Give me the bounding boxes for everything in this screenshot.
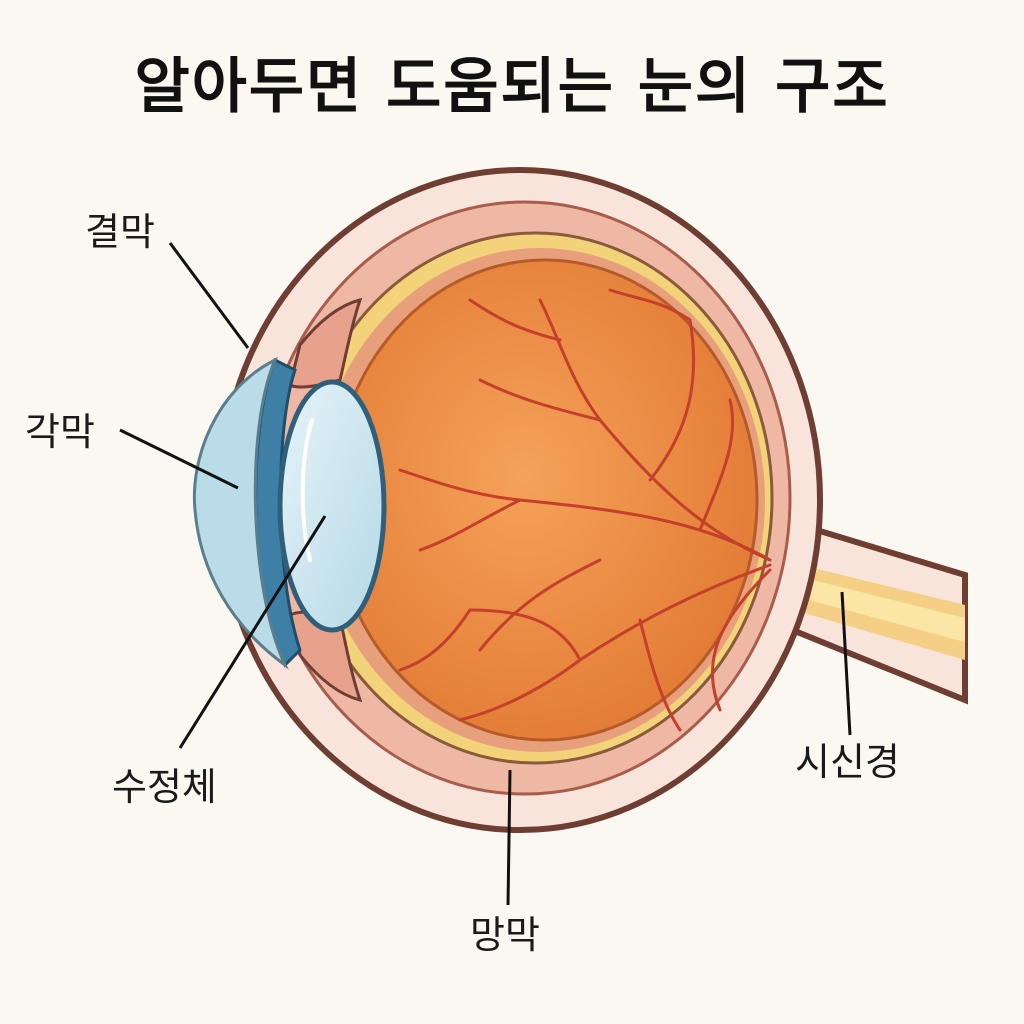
label-lens: 수정체 bbox=[112, 765, 217, 809]
ciliary-body-top bbox=[288, 297, 363, 389]
optic-nerve-core bbox=[765, 568, 965, 642]
cornea-leader bbox=[119, 428, 239, 490]
label-retina: 망막 bbox=[470, 913, 540, 957]
vitreous-body bbox=[331, 258, 759, 742]
blood-vessels bbox=[398, 288, 772, 732]
optic-nerve-leader bbox=[840, 591, 852, 736]
leader-lines bbox=[119, 242, 852, 906]
retina-leader bbox=[506, 769, 512, 906]
page-title: 알아두면 도움되는 눈의 구조 bbox=[134, 52, 890, 122]
cornea bbox=[192, 356, 289, 670]
lens bbox=[277, 379, 387, 633]
label-conjunctiva: 결막 bbox=[85, 210, 155, 254]
lens-leader bbox=[178, 515, 327, 749]
conjunctiva-leader bbox=[168, 242, 250, 349]
label-cornea: 각막 bbox=[25, 410, 95, 454]
label-optic-nerve: 시신경 bbox=[795, 740, 900, 784]
